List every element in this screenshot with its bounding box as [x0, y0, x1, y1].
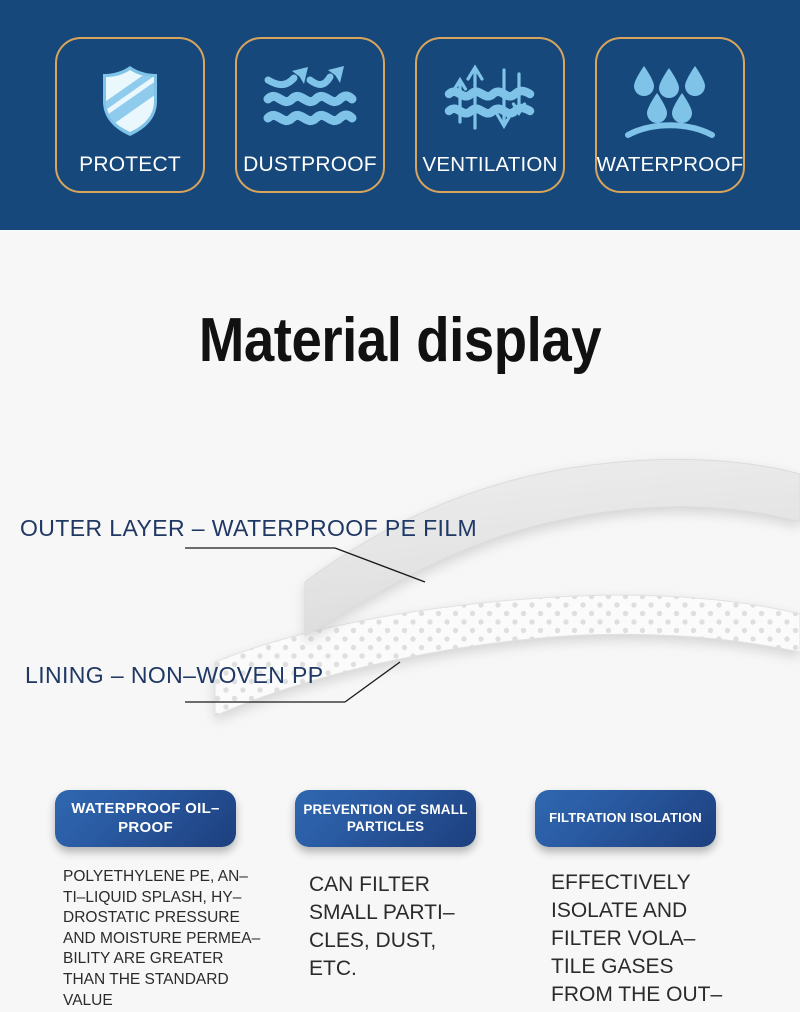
- badge-filtration-isolation[interactable]: FILTRATION ISOLATION: [535, 790, 716, 847]
- outer-layer-shape: [304, 458, 800, 637]
- shield-icon: [84, 61, 176, 139]
- badge-prevention-small-particles[interactable]: PREVENTION OF SMALL PARTICLES: [295, 790, 476, 847]
- lining-layer-label: LINING – NON–WOVEN PP: [25, 662, 324, 688]
- outer-layer-label: OUTER LAYER – WATERPROOF PE FILM: [20, 515, 478, 541]
- feature-card-waterproof[interactable]: WATERPROOF: [595, 37, 745, 193]
- feature-label-waterproof: WATERPROOF: [596, 153, 744, 176]
- feature-card-dustproof[interactable]: DUSTPROOF: [235, 37, 385, 193]
- detail-text-waterproof: POLYETHYLENE PE, AN– TI–LIQUID SPLASH, H…: [63, 868, 261, 1009]
- feature-detail-columns: WATERPROOF OIL–PROOF POLYETHYLENE PE, AN…: [0, 790, 800, 1011]
- feature-card-ventilation[interactable]: VENTILATION: [415, 37, 565, 193]
- detail-text-particles: CAN FILTER SMALL PARTI– CLES, DUST, ETC.: [309, 873, 455, 980]
- feature-header-band: PROTECT DUSTPROOF: [0, 0, 800, 230]
- detail-column-particles: PREVENTION OF SMALL PARTICLES CAN FILTER…: [295, 790, 535, 1011]
- airflow-arrows-waves-icon: [263, 61, 357, 139]
- feature-card-row: PROTECT DUSTPROOF: [55, 37, 745, 193]
- material-layers-diagram: [0, 430, 800, 770]
- feature-card-protect[interactable]: PROTECT: [55, 37, 205, 193]
- leader-lines: [185, 547, 426, 703]
- raindrops-over-arc-icon: [624, 61, 716, 139]
- detail-column-filtration: FILTRATION ISOLATION EFFECTIVELY ISOLATE…: [535, 790, 785, 1011]
- detail-column-waterproof: WATERPROOF OIL–PROOF POLYETHYLENE PE, AN…: [55, 790, 295, 1011]
- lining-layer-shape: [214, 594, 800, 717]
- page-title: Material display: [198, 306, 602, 375]
- feature-label-protect: PROTECT: [79, 153, 181, 176]
- badge-waterproof-oilproof[interactable]: WATERPROOF OIL–PROOF: [55, 790, 236, 847]
- feature-label-dustproof: DUSTPROOF: [243, 153, 377, 176]
- detail-text-filtration: EFFECTIVELY ISOLATE AND FILTER VOLA– TIL…: [551, 871, 723, 1006]
- two-way-airflow-waves-icon: [444, 61, 536, 139]
- feature-label-ventilation: VENTILATION: [422, 153, 558, 176]
